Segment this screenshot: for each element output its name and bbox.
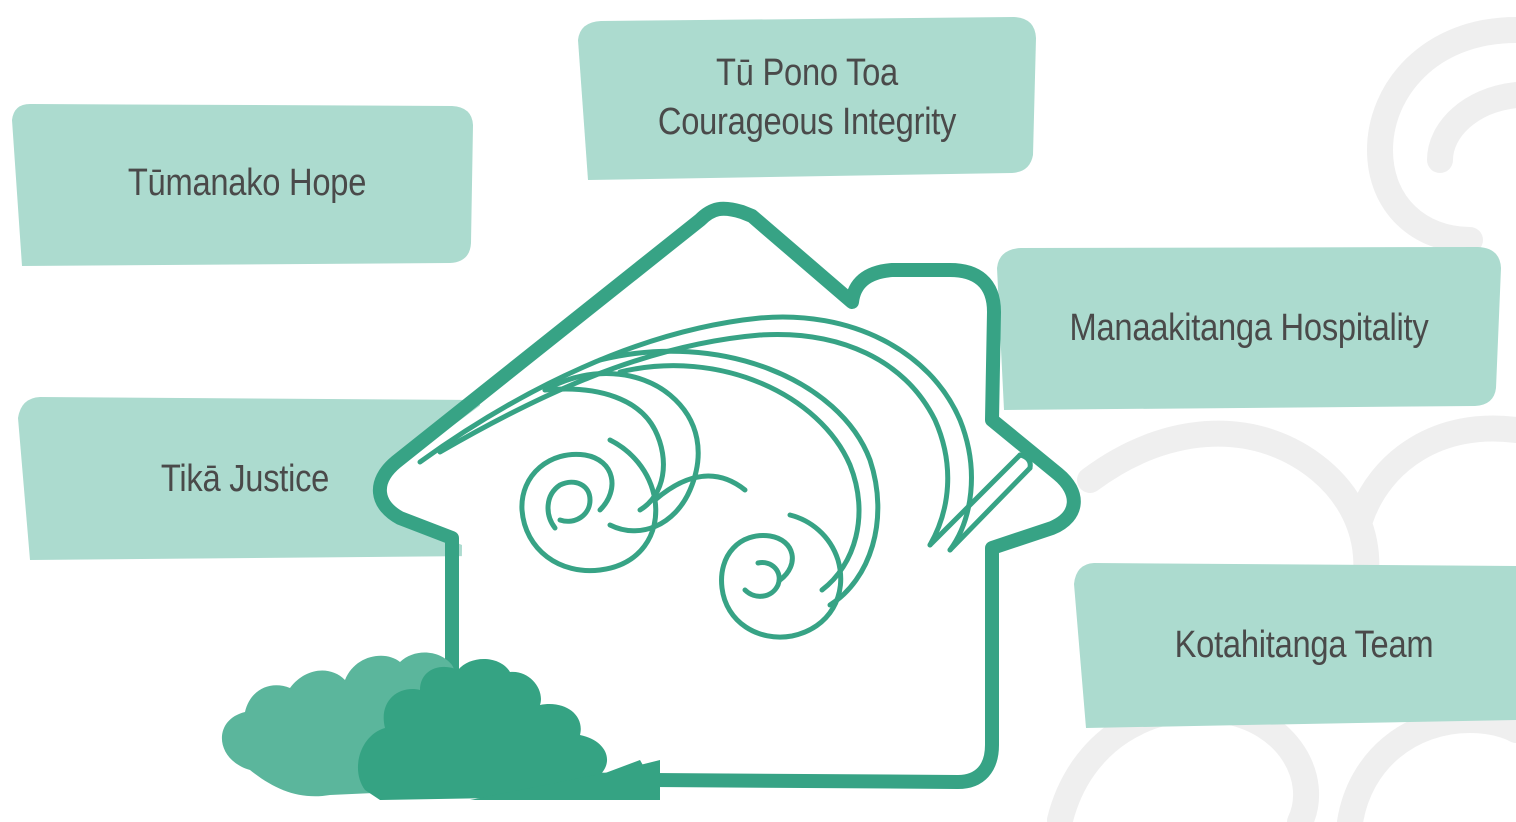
house-outline [373, 201, 1081, 789]
card-hope [12, 103, 473, 266]
koru-swirls [417, 314, 1033, 640]
label-team-line-1: Kotahitanga Team [1174, 624, 1434, 667]
label-justice-line-1: Tikā Justice [160, 458, 330, 501]
label-hope-line-1: Tūmanako Hope [127, 162, 367, 205]
label-integrity-line-1: Tū Pono Toa [716, 51, 898, 94]
label-integrity-line-2: Courageous Integrity [657, 101, 957, 143]
bush-dark [357, 658, 660, 800]
label-hospitality-line-1: Manaakitanga Hospitality [1069, 307, 1429, 350]
card-hospitality [997, 247, 1501, 410]
bush-dark-2 [470, 760, 660, 800]
label-integrity: Tū Pono Toa Courageous Integrity [610, 18, 1004, 178]
card-integrity [578, 17, 1036, 180]
label-team: Kotahitanga Team [1106, 566, 1502, 726]
card-team [1074, 563, 1516, 728]
house-illustration [221, 201, 1081, 800]
label-justice: Tikā Justice [52, 400, 439, 560]
card-justice [18, 397, 480, 560]
label-hope: Tūmanako Hope [54, 104, 441, 264]
house-fill [384, 212, 1073, 782]
label-cards [12, 17, 1516, 728]
label-hospitality: Manaakitanga Hospitality [1033, 248, 1465, 410]
